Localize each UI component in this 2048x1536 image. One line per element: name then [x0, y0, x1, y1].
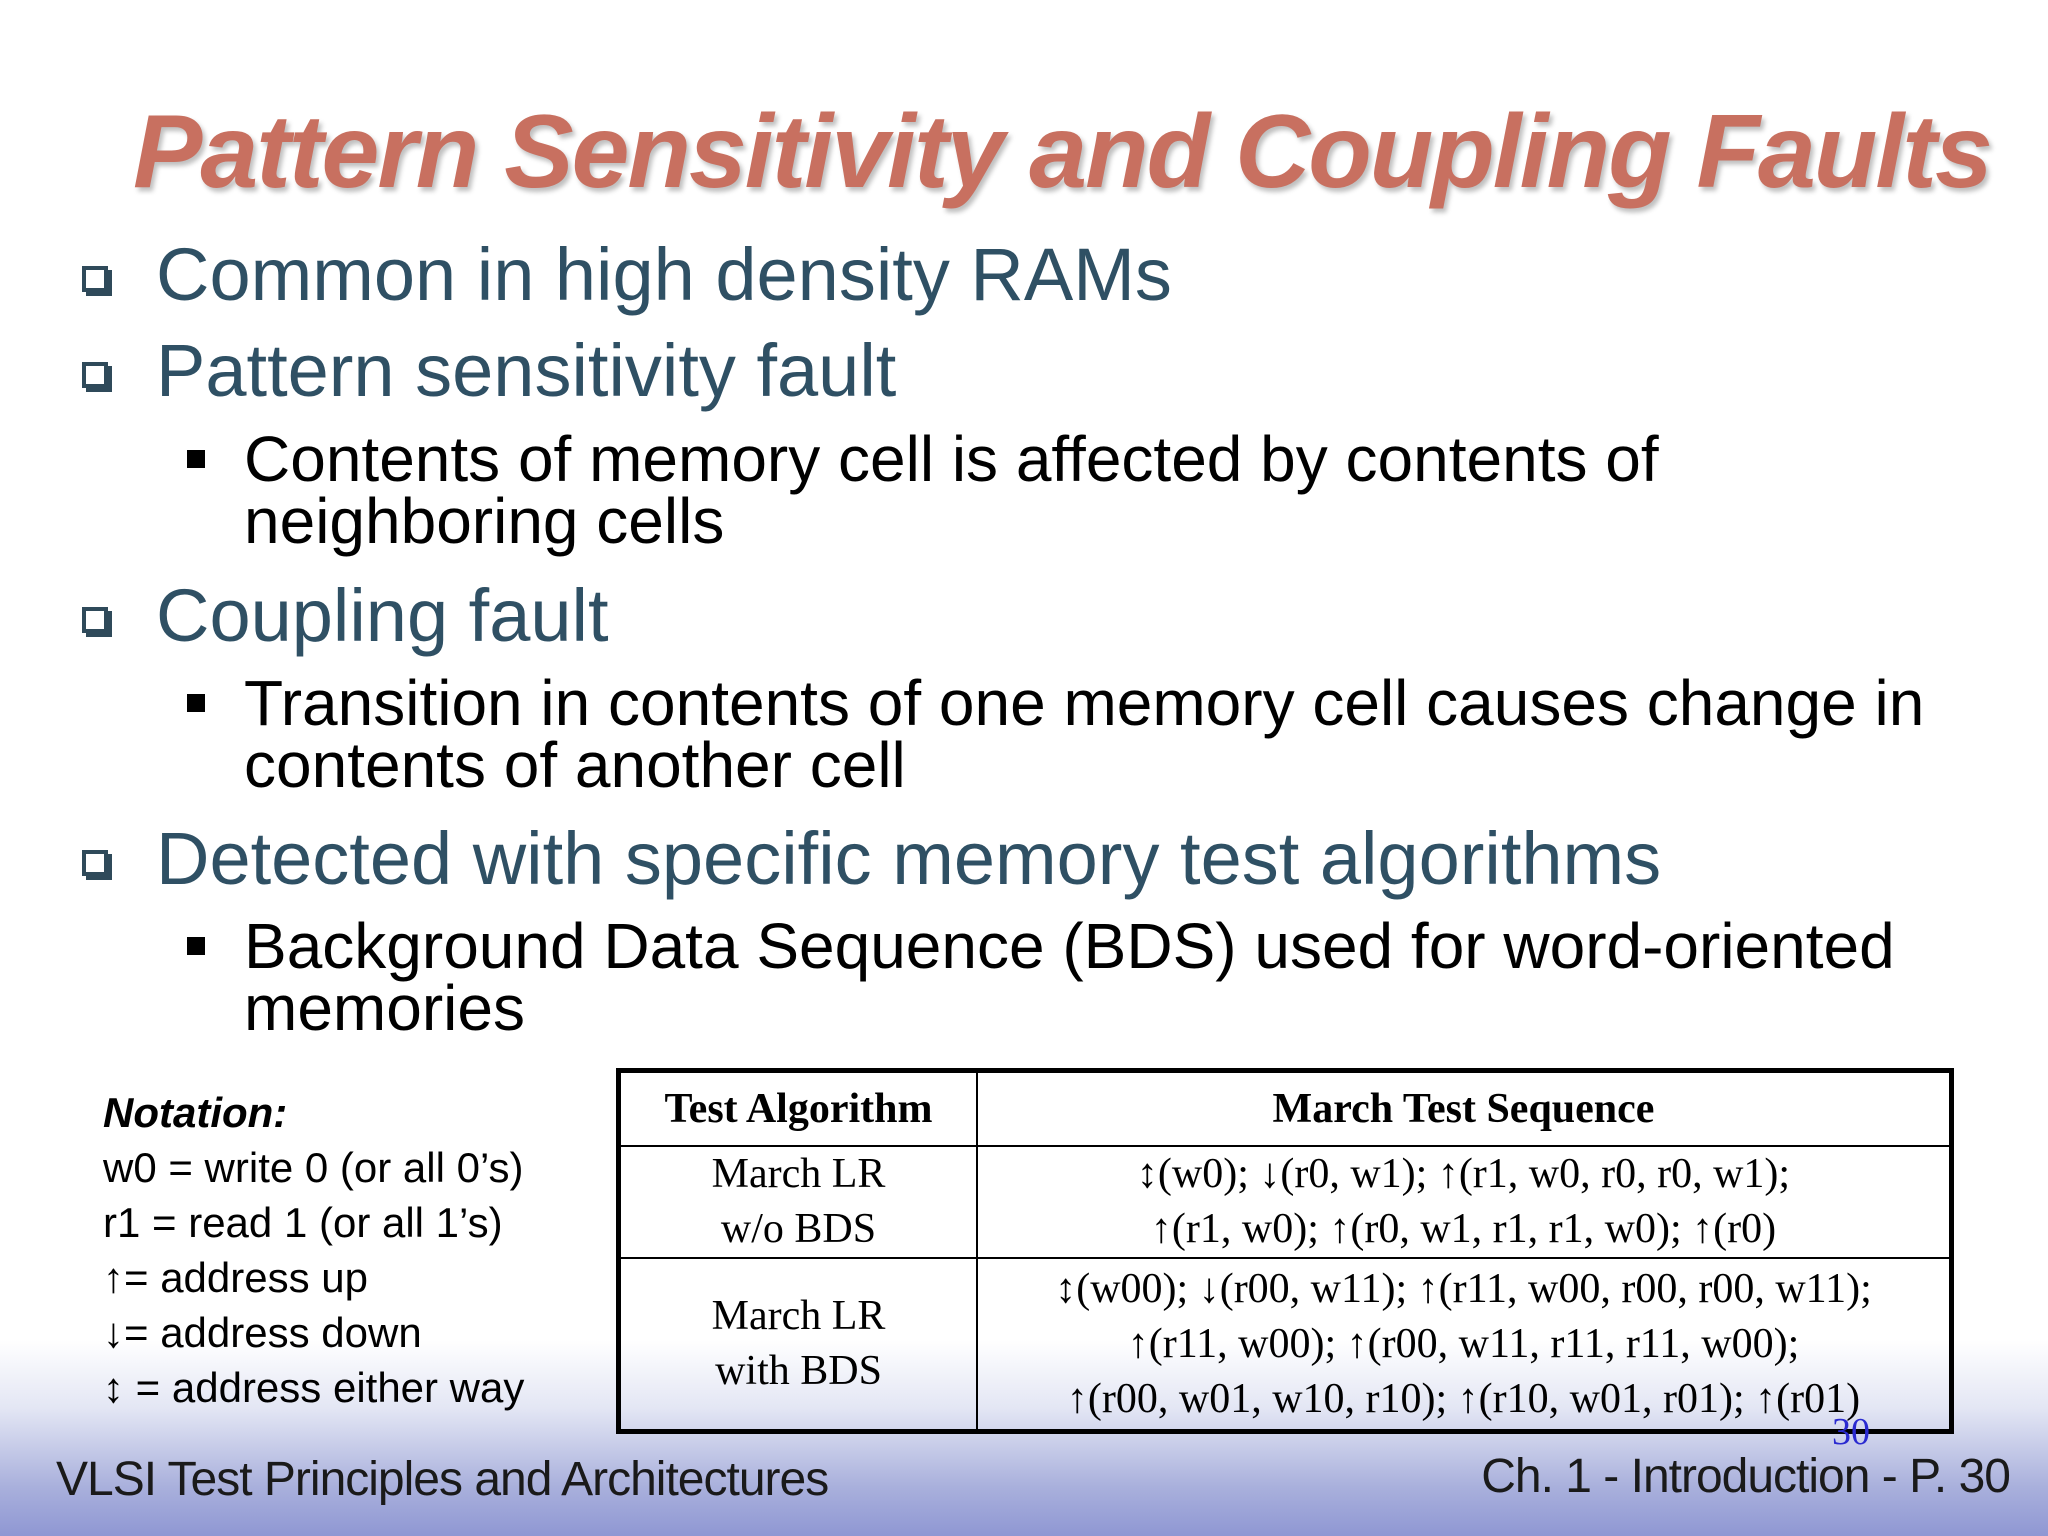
filled-square-bullet-icon	[187, 694, 205, 712]
filled-square-bullet-icon	[187, 450, 205, 468]
hollow-square-bullet-icon	[82, 362, 108, 388]
sub-bullet-text: Transition in contents of one memory cel…	[244, 667, 1925, 801]
table-row: March LR w/o BDS ↕(w0); ↓(r0, w1); ↑(r1,…	[617, 1145, 1953, 1259]
notation-line: ↑= address up	[103, 1254, 369, 1301]
hollow-square-bullet-icon	[82, 850, 108, 876]
filled-square-bullet-icon	[187, 937, 205, 955]
bullet-text: Pattern sensitivity fault	[156, 329, 897, 412]
table-header-row: Test Algorithm March Test Sequence	[617, 1069, 1953, 1147]
hollow-square-bullet-icon	[82, 607, 108, 633]
cell-line: w/o BDS	[720, 1206, 877, 1252]
cell-line: ↑(r11, w00); ↑(r00, w11, r11, r11, w00);	[1127, 1320, 1800, 1367]
cell-line: ↕(w00); ↓(r00, w11); ↑(r11, w00, r00, r0…	[1055, 1265, 1872, 1312]
footer-book-title: VLSI Test Principles and Architectures	[56, 1453, 829, 1506]
footer-chapter-page: Ch. 1 - Introduction - P. 30	[1481, 1450, 2011, 1503]
cell-line: ↕(w0); ↓(r0, w1); ↑(r1, w0, r0, r0, w1);	[1136, 1151, 1791, 1197]
cell-line: March LR	[711, 1151, 886, 1197]
cell-line: ↑(r1, w0); ↑(r0, w1, r1, r1, w0); ↑(r0)	[1150, 1206, 1777, 1252]
page-number: 30	[1832, 1411, 1870, 1453]
hollow-square-bullet-icon	[82, 266, 108, 292]
bullet-text: Common in high density RAMs	[156, 233, 1172, 316]
cell-line: with BDS	[715, 1348, 882, 1394]
bullet-text: Coupling fault	[156, 574, 609, 657]
table-cell-algorithm: March LR with BDS	[617, 1257, 978, 1433]
notation-heading: Notation:	[103, 1089, 288, 1136]
sub-bullet-text: Contents of memory cell is affected by c…	[244, 423, 1659, 557]
table-cell-algorithm: March LR w/o BDS	[617, 1145, 978, 1259]
table-cell-sequence: ↕(w00); ↓(r00, w11); ↑(r11, w00, r00, r0…	[976, 1257, 1953, 1433]
march-test-table: Test Algorithm March Test Sequence March…	[616, 1068, 1954, 1434]
bullet-text: Detected with specific memory test algor…	[156, 817, 1662, 900]
notation-line: ↓= address down	[103, 1309, 422, 1356]
table-row: March LR with BDS ↕(w00); ↓(r00, w11); ↑…	[617, 1257, 1953, 1433]
notation-line: r1 = read 1 (or all 1’s)	[103, 1199, 503, 1246]
notation-legend: Notation: w0 = write 0 (or all 0’s) r1 =…	[103, 1085, 524, 1415]
table-cell-sequence: ↕(w0); ↓(r0, w1); ↑(r1, w0, r0, r0, w1);…	[976, 1145, 1953, 1259]
notation-line: ↕ = address either way	[103, 1364, 525, 1411]
sub-bullet-text: Background Data Sequence (BDS) used for …	[244, 910, 1895, 1044]
cell-line: March LR	[711, 1293, 886, 1339]
slide-title: Pattern Sensitivity and Coupling Faults	[133, 94, 1993, 210]
cell-line: ↑(r00, w01, w10, r10); ↑(r10, w01, r01);…	[1066, 1375, 1861, 1422]
table-header-cell: Test Algorithm	[617, 1069, 978, 1147]
table-header-cell: March Test Sequence	[976, 1069, 1953, 1147]
notation-line: w0 = write 0 (or all 0’s)	[103, 1144, 524, 1191]
